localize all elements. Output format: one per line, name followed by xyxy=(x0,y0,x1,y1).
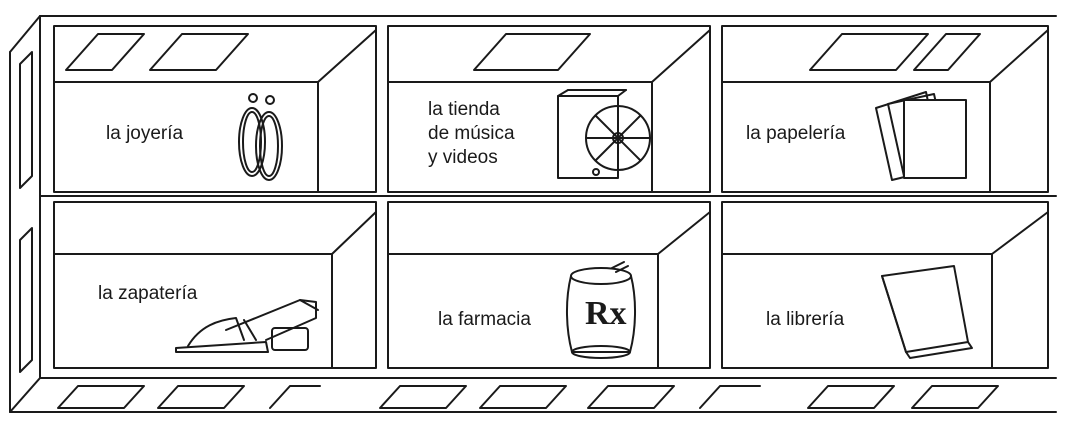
side-windows xyxy=(19,51,33,373)
shop-label-joyeria: la joyería xyxy=(106,123,184,144)
earrings-icon xyxy=(238,93,283,181)
walkway-windows xyxy=(57,385,999,409)
book-icon xyxy=(881,265,973,359)
sandal-icon xyxy=(175,299,319,353)
shop-label-zapateria: la zapatería xyxy=(98,283,198,304)
shop-label-papeleria: la papelería xyxy=(746,123,846,144)
rx-jar-icon xyxy=(565,261,637,359)
shop-label-musica: la tienda de música y videos xyxy=(428,98,548,170)
skylights xyxy=(65,33,981,71)
shop-label-musica-line-3: y videos xyxy=(428,147,498,168)
shop-label-musica-line-1: la tienda xyxy=(428,99,500,120)
rx-symbol: Rx xyxy=(585,295,627,332)
shop-label-musica-line-2: de música xyxy=(428,123,515,144)
shop-label-libreria: la librería xyxy=(766,309,845,330)
cd-player-icon xyxy=(557,89,651,179)
shop-label-farmacia: la farmacia xyxy=(438,309,531,330)
paper-stack-icon xyxy=(875,91,967,181)
building-frame xyxy=(9,15,1057,413)
shop-boxes xyxy=(53,25,1049,369)
